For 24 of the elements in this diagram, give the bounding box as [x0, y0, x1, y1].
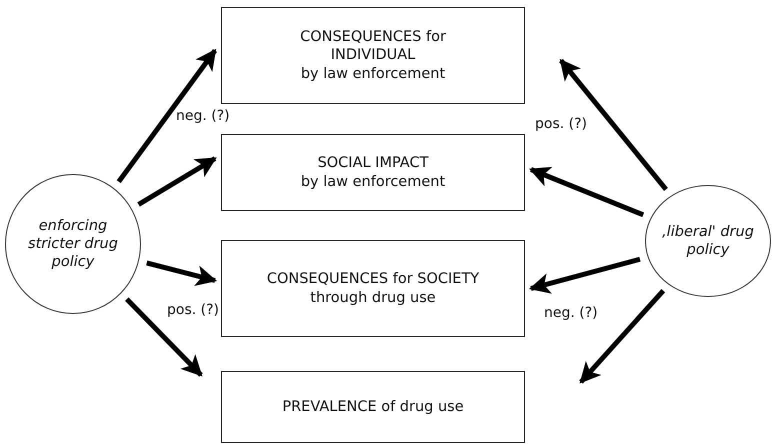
node-title: SOCIAL IMPACT — [318, 154, 428, 172]
outcome-box — [221, 371, 525, 443]
node-title: enforcing stricter drug policy — [27, 216, 119, 272]
arrow — [125, 297, 203, 377]
outcome-box — [221, 134, 525, 211]
outcome-box — [221, 240, 525, 337]
effect-label: neg. (?) — [176, 108, 230, 124]
arrow — [116, 48, 218, 184]
arrow — [579, 289, 666, 384]
node-subtitle: by law enforcement — [300, 172, 446, 191]
effect-label: pos. (?) — [167, 302, 220, 318]
arrow — [529, 166, 644, 218]
arrow — [137, 156, 217, 207]
arrow — [559, 58, 668, 192]
arrow — [146, 260, 218, 286]
node-subtitle: by law enforcement — [300, 64, 446, 83]
outcome-box — [221, 7, 525, 104]
node-title: CONSEQUENCES for SOCIETY — [266, 270, 480, 288]
effect-label: pos. (?) — [535, 116, 588, 132]
node-title: ‚liberal' drug policy — [661, 222, 755, 260]
node-title: PREVALENCE of drug use — [282, 398, 464, 416]
arrow — [528, 256, 641, 294]
node-subtitle: through drug use — [310, 288, 436, 307]
effect-label: neg. (?) — [544, 305, 598, 321]
